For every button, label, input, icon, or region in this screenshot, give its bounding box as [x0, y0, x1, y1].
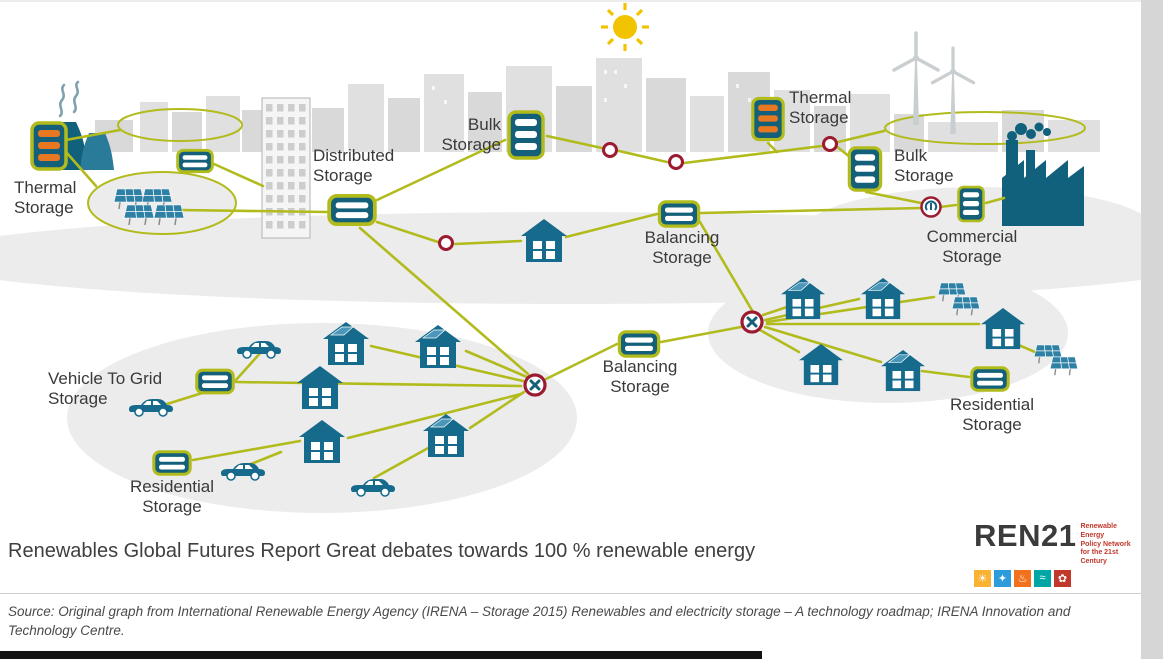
bioenergy-icon: ♨: [1014, 569, 1031, 587]
grid-junction-x-icon: [523, 373, 547, 397]
label-residential-storage-right: Residential Storage: [949, 395, 1035, 434]
label-residential-storage-left: Residential Storage: [129, 477, 215, 516]
ren21-tagline: Renewable Energy Policy Network for the …: [1080, 523, 1131, 565]
office-building-icon: [261, 97, 311, 239]
grid-junction-x-icon: [740, 310, 764, 334]
label-distributed-storage: Distributed Storage: [313, 146, 395, 185]
wind-turbine-icon: [930, 46, 976, 136]
right-edge-strip: [1141, 0, 1163, 659]
geothermal-icon: ✿: [1054, 569, 1071, 587]
label-thermal-storage-left: Thermal Storage: [14, 178, 77, 217]
grid-connections: [64, 128, 1037, 480]
residential-storage-battery-right: [970, 366, 1010, 392]
ren21-logo: REN21 Renewable Energy Policy Network fo…: [974, 520, 1139, 587]
local-storage-battery: [176, 148, 214, 174]
commercial-storage-battery: [957, 185, 985, 223]
bulk-storage-battery-top: [507, 110, 545, 160]
residential-storage-battery-left: [152, 450, 192, 476]
wind-icon: ✦: [994, 569, 1011, 587]
grid-node-icon: [822, 136, 838, 152]
label-balancing-storage-lower: Balancing Storage: [602, 357, 678, 396]
balancing-storage-battery-upper: [657, 200, 701, 228]
solar-field-outline: [117, 108, 243, 142]
bottom-bar: [0, 651, 762, 659]
divider-line: [0, 593, 1163, 594]
grid-node-icon: [438, 235, 454, 251]
factory-icon: [1002, 122, 1084, 226]
label-balancing-storage-upper: Balancing Storage: [644, 228, 720, 267]
bulk-storage-battery-right: [847, 146, 883, 192]
grid-node-icon: [668, 154, 684, 170]
label-commercial-storage: Commercial Storage: [926, 227, 1018, 266]
label-vehicle-to-grid-storage: Vehicle To Grid Storage: [48, 369, 163, 408]
report-title: Renewables Global Futures Report Great d…: [8, 540, 756, 562]
ren21-wordmark: REN21: [974, 518, 1077, 553]
meter-node-icon: [920, 196, 942, 218]
wind-turbine-icon: [892, 31, 940, 127]
solar-icon: ☀: [974, 569, 991, 587]
source-citation: Source: Original graph from Internationa…: [8, 604, 1071, 638]
city-skyline: [95, 58, 1100, 152]
label-bulk-storage-top: Bulk Storage: [441, 115, 501, 154]
top-edge-strip: [0, 0, 1163, 2]
grid-node-icon: [602, 142, 618, 158]
thermal-storage-battery-right: [751, 96, 785, 142]
ren21-logo-icons: ☀ ✦ ♨ ≈ ✿: [974, 569, 1139, 587]
sun-icon: [601, 3, 649, 51]
label-bulk-storage-right: Bulk Storage: [894, 146, 954, 185]
wind-farm: [884, 31, 1086, 145]
thermal-storage-battery-left: [30, 121, 68, 171]
hydro-icon: ≈: [1034, 569, 1051, 587]
distributed-storage-battery: [329, 196, 375, 224]
solar-panel-icon: [1049, 356, 1078, 376]
label-thermal-storage-right: Thermal Storage: [789, 88, 852, 127]
balancing-storage-battery-lower: [617, 330, 661, 358]
vehicle-to-grid-battery: [195, 368, 235, 395]
